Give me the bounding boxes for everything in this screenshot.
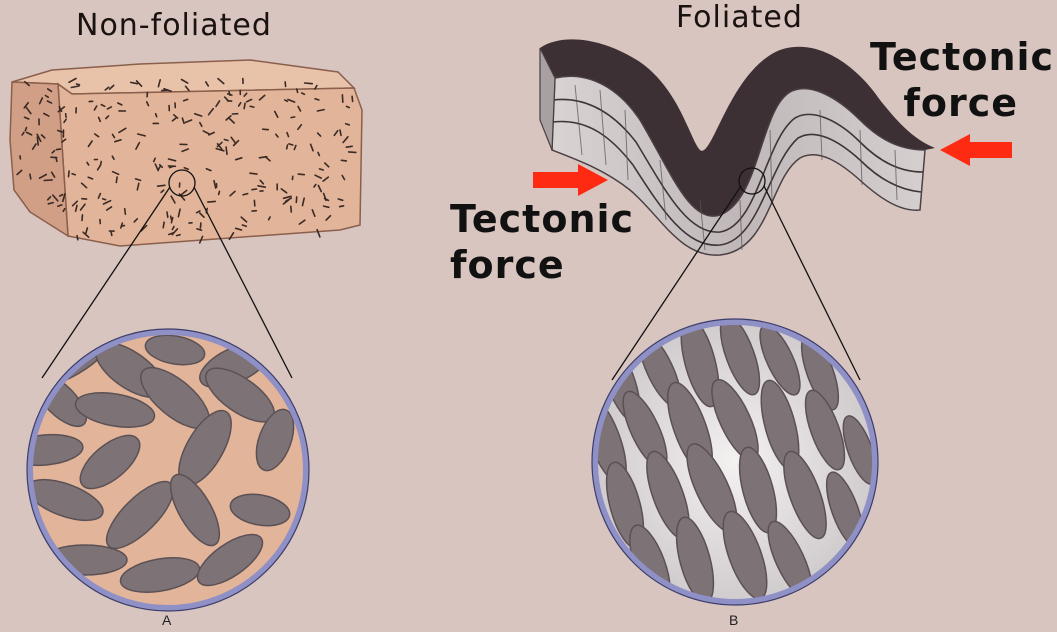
texture-fleck (25, 128, 26, 131)
texture-fleck (72, 174, 75, 175)
texture-fleck (340, 206, 344, 207)
force-label-right-line1: Tectonic (870, 34, 1048, 80)
texture-fleck (320, 169, 324, 170)
tectonic-force-label-right: Tectonic force (870, 34, 1048, 126)
texture-fleck (287, 145, 288, 149)
texture-fleck (156, 114, 157, 117)
texture-fleck (200, 223, 201, 228)
texture-fleck (116, 177, 117, 182)
force-label-right-line2: force (870, 80, 1048, 126)
texture-fleck (340, 130, 341, 135)
texture-fleck (171, 216, 172, 219)
texture-fleck (346, 124, 350, 125)
texture-fleck (111, 232, 112, 236)
texture-fleck (244, 103, 245, 108)
tectonic-force-label-left: Tectonic force (450, 196, 634, 288)
texture-fleck (69, 171, 70, 177)
texture-fleck (121, 226, 124, 227)
texture-fleck (226, 147, 227, 154)
texture-fleck (167, 212, 168, 217)
texture-fleck (77, 236, 78, 240)
texture-fleck (51, 157, 57, 158)
texture-fleck (347, 106, 350, 107)
texture-fleck (37, 137, 38, 145)
texture-fleck (291, 206, 292, 212)
texture-fleck (298, 174, 304, 175)
force-label-left-line2: force (450, 242, 634, 288)
texture-fleck (44, 180, 52, 181)
texture-fleck (163, 222, 164, 228)
texture-fleck (30, 174, 31, 179)
texture-fleck (125, 209, 126, 215)
non-foliated-rock-block (10, 60, 362, 246)
texture-fleck (208, 201, 215, 202)
foliated-title: Foliated (676, 0, 803, 35)
texture-fleck (224, 140, 228, 141)
left-arrow-icon (940, 134, 1012, 166)
texture-fleck (219, 191, 220, 194)
texture-fleck (77, 84, 80, 85)
force-label-left-line1: Tectonic (450, 196, 634, 242)
texture-fleck (349, 152, 356, 153)
texture-fleck (250, 173, 257, 174)
texture-fleck (263, 129, 269, 130)
texture-fleck (103, 199, 106, 200)
texture-fleck (291, 117, 295, 118)
texture-fleck (305, 83, 313, 84)
non-foliated-title: Non-foliated (76, 8, 272, 43)
panel-letter-b: B (729, 612, 738, 628)
texture-fleck (82, 215, 83, 221)
magnified-view-non-foliated (6, 323, 309, 611)
texture-fleck (259, 157, 266, 158)
texture-fleck (297, 89, 298, 92)
texture-fleck (250, 106, 254, 107)
texture-fleck (341, 160, 346, 161)
texture-fleck (252, 189, 257, 190)
texture-fleck (289, 144, 293, 145)
texture-fleck (177, 235, 181, 236)
magnified-view-foliated (575, 311, 883, 610)
texture-fleck (66, 114, 67, 117)
texture-fleck (346, 146, 352, 147)
panel-letter-a: A (162, 612, 171, 628)
texture-fleck (158, 185, 165, 186)
texture-fleck (352, 96, 353, 101)
texture-fleck (57, 149, 61, 150)
